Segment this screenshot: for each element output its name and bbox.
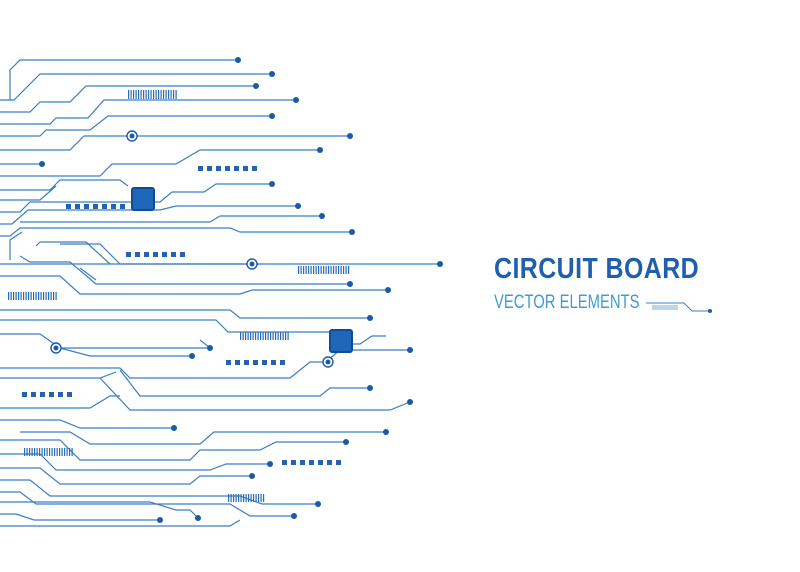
title-block: CIRCUIT BOARD bbox=[494, 253, 794, 285]
stripe-arrays bbox=[8, 90, 350, 502]
trace-pads bbox=[39, 57, 443, 523]
circuit-traces bbox=[0, 59, 440, 527]
subtitle-trace-decoration bbox=[646, 302, 712, 313]
via-rings bbox=[50, 130, 334, 368]
page-subtitle: VECTOR ELEMENTS bbox=[494, 292, 640, 313]
subtitle-row: VECTOR ELEMENTS bbox=[494, 292, 794, 316]
dot-arrays bbox=[22, 166, 341, 465]
page-title: CIRCUIT BOARD bbox=[494, 253, 700, 285]
chip-components bbox=[131, 187, 353, 353]
